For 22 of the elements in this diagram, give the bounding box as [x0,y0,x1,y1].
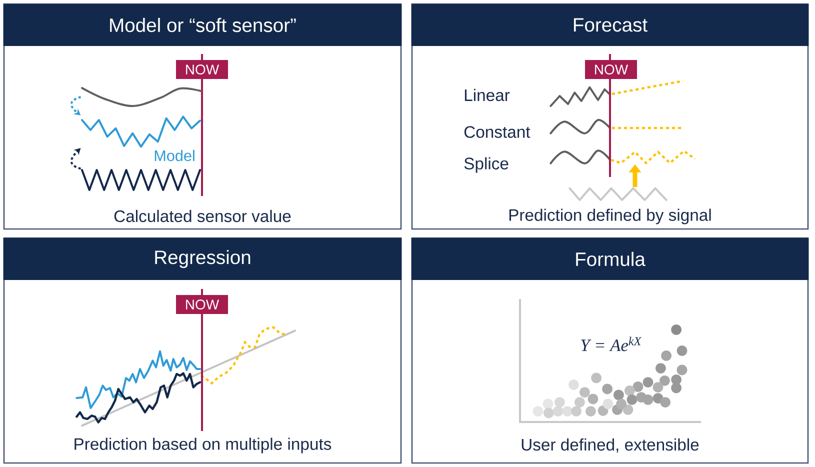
description-text: Calculated sensor value [114,210,291,222]
dotted-arrow [70,96,82,116]
description-text: Prediction based on multiple inputs [74,438,332,454]
wave-line [81,87,202,107]
description-text: User defined, extensible [522,438,699,453]
now-tag: NOW [176,60,228,79]
now-tag: NOW [176,295,228,314]
header-band: Regression [3,238,402,280]
line-label: Model [154,150,194,162]
formula: Y = Ae$^{kX}$ [581,336,642,352]
method-label: Splice [464,157,508,173]
header-band: Model or “soft sensor” [3,4,402,46]
zigzag-line [81,116,201,148]
forecast-line [610,150,696,165]
description-text: Prediction defined by signal [509,208,711,224]
now-tag: NOW [585,60,637,79]
zigzag-line [568,187,668,201]
method-label: Linear [464,88,510,102]
header-band: Formula [411,238,809,280]
header-band: Forecast [411,4,809,46]
zigzag-line [81,169,201,191]
method-label: Constant [464,126,530,138]
